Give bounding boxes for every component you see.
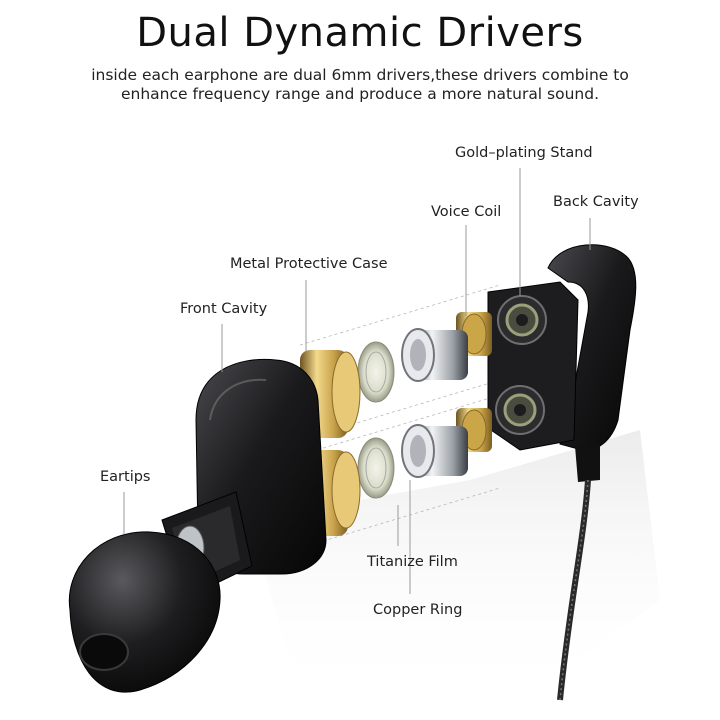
label-back-cavity: Back Cavity — [553, 194, 639, 210]
description: inside each earphone are dual 6mm driver… — [80, 66, 640, 104]
label-copper-ring: Copper Ring — [373, 602, 463, 618]
upper-driver-stack — [357, 312, 492, 403]
callout-lines — [123, 168, 591, 594]
lower-driver-stack — [357, 408, 492, 499]
description-line-1: inside each earphone are dual 6mm driver… — [91, 66, 629, 84]
label-titanize-film: Titanize Film — [367, 554, 458, 570]
gold-plating-stand — [487, 281, 579, 451]
label-metal-protective-case: Metal Protective Case — [230, 256, 388, 272]
label-eartips: Eartips — [100, 469, 151, 485]
label-voice-coil: Voice Coil — [431, 204, 502, 220]
label-gold-plating-stand: Gold–plating Stand — [455, 145, 593, 161]
eartip — [68, 531, 221, 693]
headline: Dual Dynamic Drivers — [136, 10, 584, 56]
reflection-shadow — [250, 430, 660, 700]
label-front-cavity: Front Cavity — [180, 301, 268, 317]
description-line-2: enhance frequency range and produce a mo… — [120, 85, 600, 103]
exploded-guide-lines — [299, 284, 501, 549]
back-cavity-shell — [547, 244, 637, 482]
